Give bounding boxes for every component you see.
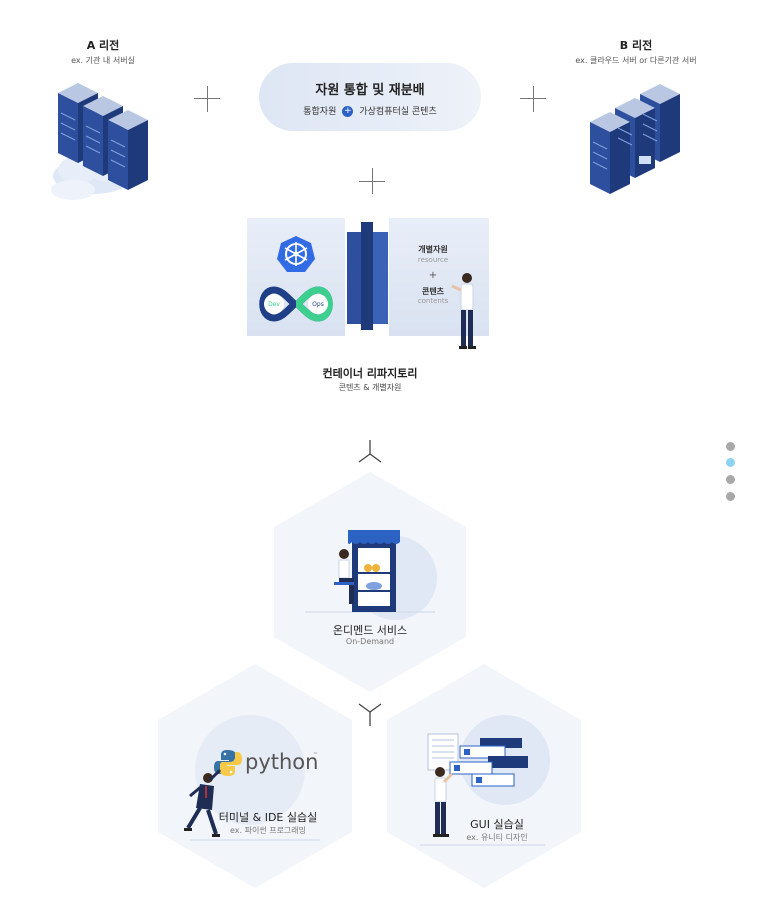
kubernetes-devops-icon [259, 236, 333, 322]
server-rack-b-icon [590, 84, 680, 194]
hex-top-subtitle: On-Demand [345, 637, 395, 646]
branch-connector-bottom [358, 703, 382, 726]
connector-cross-a-v [207, 86, 208, 112]
gui-lab-icon [427, 733, 528, 837]
ops-label: Ops [312, 301, 324, 308]
board-contents-label: 콘텐츠 [421, 287, 445, 296]
connector-cross-center-v [372, 168, 373, 194]
connector-cross-b-v [533, 86, 534, 112]
hex-right-subtitle: ex. 유니티 디자인 [466, 833, 528, 842]
board-resource-label: 개별자원 [418, 245, 448, 254]
pagination-dot-3[interactable] [726, 475, 735, 484]
hex-top-title: 온디멘드 서비스 [332, 624, 408, 637]
integration-pill: 자원 통합 및 재분배 통합자원 + 가상컴퓨터실 콘텐츠 [259, 63, 481, 131]
plus-badge-icon: + [342, 106, 354, 117]
dev-label: Dev [268, 301, 280, 308]
container-title: 컨테이너 리파지토리 [322, 367, 418, 380]
pagination-dot-1[interactable] [726, 442, 735, 451]
server-rack-a-icon [51, 83, 148, 200]
board-contents-en: contents [417, 297, 449, 305]
hex-left-title: 터미널 & IDE 실습실 [218, 811, 318, 824]
python-logo-text: python [245, 750, 319, 774]
board-plus: + [428, 270, 438, 281]
branch-connector-top [358, 440, 382, 463]
region-b-subtitle: ex. 클라우드 서버 or 다른기관 서버 [575, 56, 697, 65]
climbing-person-icon [184, 768, 222, 837]
pagination-dot-2[interactable] [726, 458, 735, 467]
region-a-subtitle: ex. 기관 내 서버실 [71, 56, 135, 65]
python-logo-icon [214, 750, 242, 776]
integration-row: 통합자원 + 가상컴퓨터실 콘텐츠 [259, 104, 481, 117]
hex-left-subtitle: ex. 파이썬 프로그래밍 [229, 826, 307, 835]
region-b-title: B 리전 [619, 39, 653, 52]
integration-right-label: 가상컴퓨터실 콘텐츠 [359, 107, 437, 117]
container-subtitle: 콘텐츠 & 개별자원 [338, 383, 402, 392]
integration-title: 자원 통합 및 재분배 [315, 83, 425, 98]
container-door-icon [347, 222, 388, 330]
on-demand-shop-icon [334, 530, 400, 612]
region-a-title: A 리전 [86, 39, 120, 52]
hex-right-title: GUI 실습실 [470, 818, 524, 831]
pagination-dot-4[interactable] [726, 492, 735, 501]
python-tm: ™ [313, 752, 318, 758]
presenter-person-icon [451, 273, 476, 349]
integration-left-label: 통합자원 [303, 107, 337, 117]
board-resource-en: resource [417, 256, 449, 264]
